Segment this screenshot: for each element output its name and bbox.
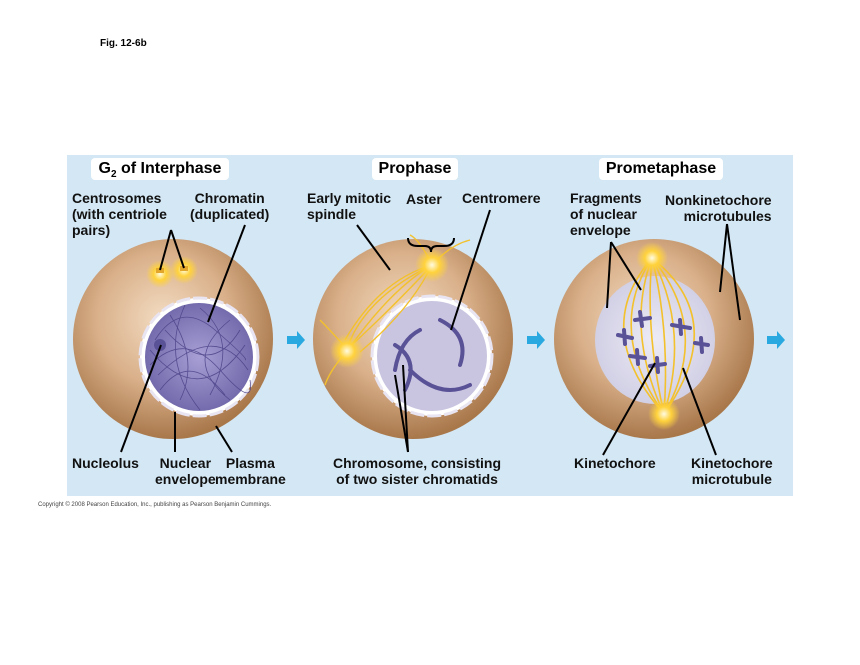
label-chromatin: Chromatin (duplicated) [190,190,270,222]
g2-cell [73,239,273,439]
prophase-cell [313,234,513,439]
aster [415,248,449,282]
panel-title-prophase: Prophase [372,158,458,180]
arrow-icon [767,331,785,349]
aster [636,242,668,274]
label-nonkinetochore: Nonkinetochore microtubules [665,192,772,224]
label-plasma-membrane: Plasma membrane [215,455,286,487]
label-kinetochore-microtubule: Kinetochore microtubule [691,455,773,487]
label-aster: Aster [406,191,442,207]
aster [648,398,680,430]
panel-title-prometaphase: Prometaphase [599,158,723,180]
label-centrosomes: Centrosomes (with centriole pairs) [72,190,167,238]
prometaphase-cell [554,239,754,439]
aster [330,334,364,368]
panel-title-g2: G2 of Interphase [91,158,229,180]
label-fragments: Fragments of nuclear envelope [570,190,642,238]
label-centromere: Centromere [462,190,541,206]
arrow-icon [527,331,545,349]
label-kinetochore: Kinetochore [574,455,656,471]
arrow-icon [287,331,305,349]
label-chromosome: Chromosome, consisting of two sister chr… [333,455,502,487]
centrosome [146,260,174,288]
leader-lines [120,209,741,456]
label-nucleolus: Nucleolus [72,455,139,471]
label-nuclear-envelope: Nuclear envelope [155,455,216,487]
copyright-text: Copyright © 2008 Pearson Education, Inc.… [38,502,272,508]
label-early-spindle: Early mitotic spindle [307,190,392,222]
figure-label: Fig. 12-6b [100,38,147,49]
